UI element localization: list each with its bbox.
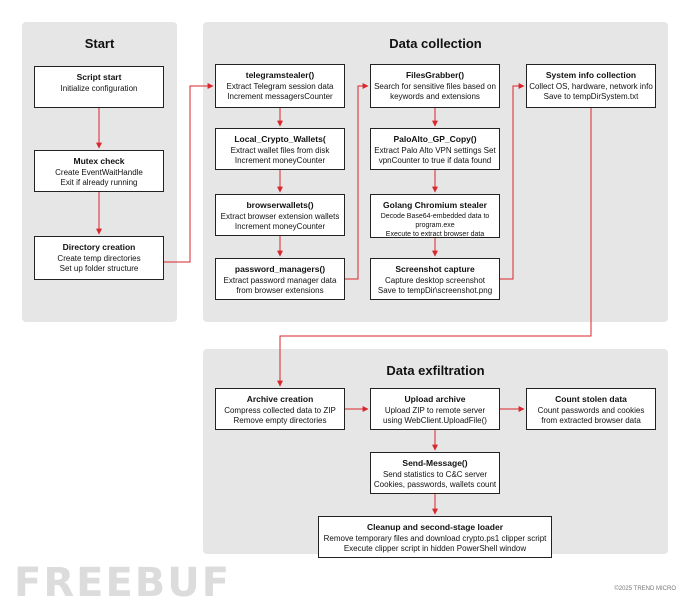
node-paloalto-gp-copy: PaloAlto_GP_Copy() Extract Palo Alto VPN … <box>370 128 500 170</box>
node-text-line: Execute to extract browser data <box>385 231 485 238</box>
node-title: Send-Message() <box>402 458 468 468</box>
node-text-line: Send statistics to C&C server <box>382 470 488 479</box>
node-text-line: Decode Base64-embedded data to <box>380 213 490 220</box>
arrow-sysinfo-to-archive <box>277 108 592 387</box>
node-title: Cleanup and second-stage loader <box>366 522 504 532</box>
node-text-line: Search for sensitive files based on <box>374 82 496 91</box>
node-text-line: Collect OS, hardware, network info <box>529 82 653 91</box>
node-text-line: Exit if already running <box>60 178 138 187</box>
node-send-message: Send-Message() Send statistics to C&C ser… <box>370 452 500 494</box>
node-local-crypto-wallets: Local_Crypto_Wallets( Extract wallet file… <box>215 128 345 170</box>
node-title: telegramstealer() <box>245 70 315 80</box>
node-text-line: Increment moneyCounter <box>234 156 326 165</box>
node-text-line: Capture desktop screenshot <box>384 276 486 285</box>
node-title: password_managers() <box>234 264 326 274</box>
node-title: Directory creation <box>62 242 136 252</box>
copyright-text: ©2025 TREND MICRO <box>614 586 676 592</box>
node-browserwallets: browserwallets() Extract browser extensio… <box>215 194 345 236</box>
node-title: FilesGrabber() <box>405 70 465 80</box>
panel-start-title: Start <box>84 36 115 51</box>
node-text-line: from browser extensions <box>236 286 324 295</box>
node-password-managers: password_managers() Extract password mana… <box>215 258 345 300</box>
panel-data-exfiltration-title: Data exfiltration <box>386 363 485 378</box>
node-title: Golang Chromium stealer <box>383 200 487 210</box>
node-text-line: Set up folder structure <box>59 264 139 273</box>
node-text-line: Compress collected data to ZIP <box>224 406 336 415</box>
node-text-line: Extract password manager data <box>223 276 337 285</box>
node-title: Mutex check <box>73 156 125 166</box>
node-text-line: Count passwords and cookies <box>537 406 645 415</box>
node-title: Count stolen data <box>555 394 627 404</box>
node-telegramstealer: telegramstealer() Extract Telegram sessio… <box>215 64 345 108</box>
node-text-line: keywords and extensions <box>390 92 480 101</box>
node-text-line: Create temp directories <box>57 254 141 263</box>
node-text-line: Increment moneyCounter <box>234 222 326 231</box>
node-text-line: Cookies, passwords, wallets count <box>373 480 497 489</box>
node-text-line: Save to tempDirSystem.txt <box>543 92 639 101</box>
arrow-password-to-files <box>345 83 369 280</box>
node-title: PaloAlto_GP_Copy() <box>393 134 477 144</box>
node-text-line: from extracted browser data <box>541 416 641 425</box>
node-title: browserwallets() <box>246 200 314 210</box>
node-text-line: Remove temporary files and download cryp… <box>323 534 547 543</box>
node-text-line: Increment messagersCounter <box>227 92 333 101</box>
node-text-line: program.exe <box>415 222 455 229</box>
node-title: Local_Crypto_Wallets( <box>234 134 326 144</box>
node-title: System info collection <box>545 70 637 80</box>
node-text-line: Create EventWaitHandle <box>55 168 143 177</box>
watermark-logo: FREEBUF <box>14 560 232 606</box>
node-title: Archive creation <box>246 394 314 404</box>
node-title: Upload archive <box>404 394 466 404</box>
node-text-line: Extract browser extension wallets <box>220 212 340 221</box>
node-text-line: Upload ZIP to remote server <box>384 406 486 415</box>
node-text-line: using WebClient.UploadFile() <box>383 416 487 425</box>
node-text-line: vpnCounter to true if data found <box>378 156 492 165</box>
node-text-line: Save to tempDir\screenshot.png <box>377 286 493 295</box>
node-title: Screenshot capture <box>395 264 475 274</box>
node-text-line: Extract Palo Alto VPN settings Set <box>374 146 496 155</box>
node-text-line: Extract wallet files from disk <box>230 146 330 155</box>
node-text-line: Initialize configuration <box>60 84 138 93</box>
node-title: Script start <box>76 72 122 82</box>
node-text-line: Execute clipper script in hidden PowerSh… <box>343 544 527 553</box>
node-filesgrabber: FilesGrabber() Search for sensitive files… <box>370 64 500 108</box>
arrow-directory-to-telegram <box>164 83 214 263</box>
panel-data-collection-title: Data collection <box>389 36 482 51</box>
arrow-screenshot-to-sysinfo <box>500 83 525 280</box>
node-text-line: Extract Telegram session data <box>226 82 334 91</box>
node-text-line: Remove empty directories <box>233 416 327 425</box>
